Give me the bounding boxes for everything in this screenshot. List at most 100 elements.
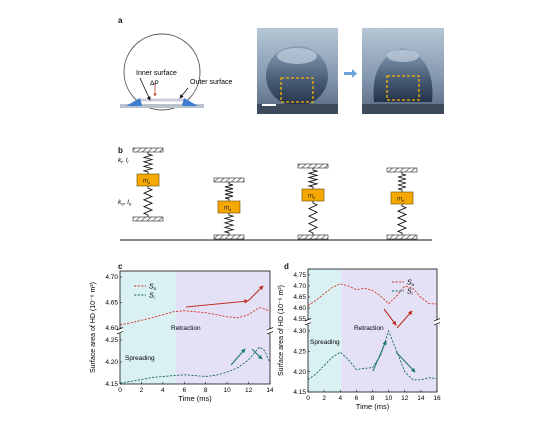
y-tick-label: 4.20: [105, 359, 118, 366]
legend-entry-0: So: [149, 284, 157, 292]
scale-bar: [262, 104, 276, 106]
lower-spring-1: [223, 213, 235, 235]
delta-p-label: ΔP: [150, 80, 159, 87]
top-plate-3: [386, 167, 418, 173]
top-plate-0: [132, 147, 164, 153]
y-tick-label: 4.65: [293, 294, 306, 301]
x-tick-label: 14: [266, 387, 274, 394]
y-tick-label: 4.15: [293, 389, 306, 396]
region-spreading: [120, 271, 176, 384]
series-So: [307, 283, 438, 307]
upper-spring-3: [397, 172, 407, 192]
x-axis-label: Time (ms): [178, 394, 212, 403]
x-tick-label: 8: [371, 395, 375, 402]
droplet-photo-1: [257, 28, 338, 114]
x-tick-label: 4: [161, 387, 165, 394]
y-tick-label: 4.25: [105, 337, 118, 344]
legend-entry-0: So: [407, 280, 415, 288]
lower-spring-2: [307, 201, 319, 235]
upper-spring-1: [224, 182, 234, 201]
x-tick-label: 8: [204, 387, 208, 394]
left-blue-arrow: [126, 98, 142, 106]
mass-block-0: md: [136, 173, 160, 187]
region-spreading: [308, 269, 342, 392]
dashed-box-1: [280, 77, 314, 103]
mass-label: md: [224, 206, 231, 213]
panel-a-schematic: Inner surface Outer surface ΔP: [120, 33, 233, 111]
break-mark-1: [266, 331, 274, 335]
panel-b-spring-model: md md md md: [120, 147, 432, 241]
y-axis-label: Surface area of HD (10⁻⁶ m²): [278, 285, 285, 376]
series-Si: [119, 346, 271, 384]
outer-surface-label: Outer surface: [190, 79, 233, 86]
region-label-retraction: Retraction: [171, 325, 201, 332]
x-tick-label: 10: [224, 387, 232, 394]
upper-spring-2: [307, 168, 319, 189]
x-axis-label: Time (ms): [356, 402, 390, 411]
y-tick-label: 4.70: [293, 283, 306, 290]
top-plate-2: [297, 163, 329, 169]
series-Si: [307, 329, 438, 381]
inner-surface-pointer: [139, 77, 151, 101]
trend-arrow-0: [383, 308, 397, 326]
y-tick-label: 4.15: [105, 381, 118, 388]
region-label-spreading: Spreading: [125, 355, 155, 362]
trend-arrow-3: [395, 351, 416, 373]
region-retraction: [175, 271, 270, 384]
x-tick-label: 2: [322, 395, 326, 402]
droplet-photo-2: [362, 28, 444, 114]
dashed-box-2: [386, 75, 420, 101]
mass-block-1: md: [217, 200, 241, 214]
top-plate-1: [213, 177, 245, 183]
substrate: [120, 104, 204, 108]
trend-arrow-2: [372, 340, 387, 372]
bottom-plate-1: [213, 234, 245, 240]
x-tick-label: 6: [182, 387, 186, 394]
trend-arrow-3: [251, 348, 263, 360]
mass-label: md: [143, 179, 150, 186]
upper-spring-0: [142, 152, 154, 174]
x-tick-label: 16: [433, 395, 441, 402]
break-mark-1: [433, 322, 441, 326]
y-axis-label: Surface area of HD (10⁻⁶ m²): [90, 282, 97, 373]
break-gap-1: [434, 319, 440, 325]
panel-b-letter: b: [118, 146, 123, 155]
mass-block-3: md: [390, 191, 414, 205]
x-tick-label: 12: [245, 387, 253, 394]
x-tick-label: 10: [385, 395, 393, 402]
panel-d-letter: d: [284, 262, 289, 271]
break-gap-1: [267, 328, 273, 334]
series-So: [119, 307, 271, 326]
x-tick-label: 14: [417, 395, 425, 402]
bottom-plate-3: [386, 234, 418, 240]
break-gap-0: [305, 319, 311, 325]
y-tick-label: 4.75: [293, 272, 306, 279]
mass-label: md: [308, 194, 315, 201]
y-tick-label: 4.65: [105, 300, 118, 307]
break-mark-0: [304, 322, 312, 326]
outer-surface-pointer: [179, 87, 189, 99]
lower-spring-3: [396, 204, 408, 235]
lower-spring-label: ko, lo: [118, 199, 132, 207]
region-label-retraction: Retraction: [354, 325, 384, 332]
photo-transition-arrow: [344, 69, 357, 78]
lower-spring-0: [142, 186, 154, 217]
trend-arrow-1: [247, 285, 264, 302]
region-label-spreading: Spreading: [310, 339, 340, 346]
droplet-outline: [123, 33, 201, 111]
y-tick-label: 4.30: [293, 328, 306, 335]
plot-frame: [119, 270, 271, 385]
panel-c-letter: c: [118, 262, 123, 271]
x-tick-label: 0: [118, 387, 122, 394]
y-tick-label: 4.60: [293, 305, 306, 312]
x-tick-label: 12: [401, 395, 409, 402]
x-tick-label: 2: [140, 387, 144, 394]
x-tick-label: 6: [355, 395, 359, 402]
break-mark-1: [433, 318, 441, 322]
upper-spring-label: ki, li: [118, 157, 129, 165]
break-mark-1: [266, 327, 274, 331]
x-tick-label: 0: [306, 395, 310, 402]
panel-a-letter: a: [118, 16, 123, 25]
